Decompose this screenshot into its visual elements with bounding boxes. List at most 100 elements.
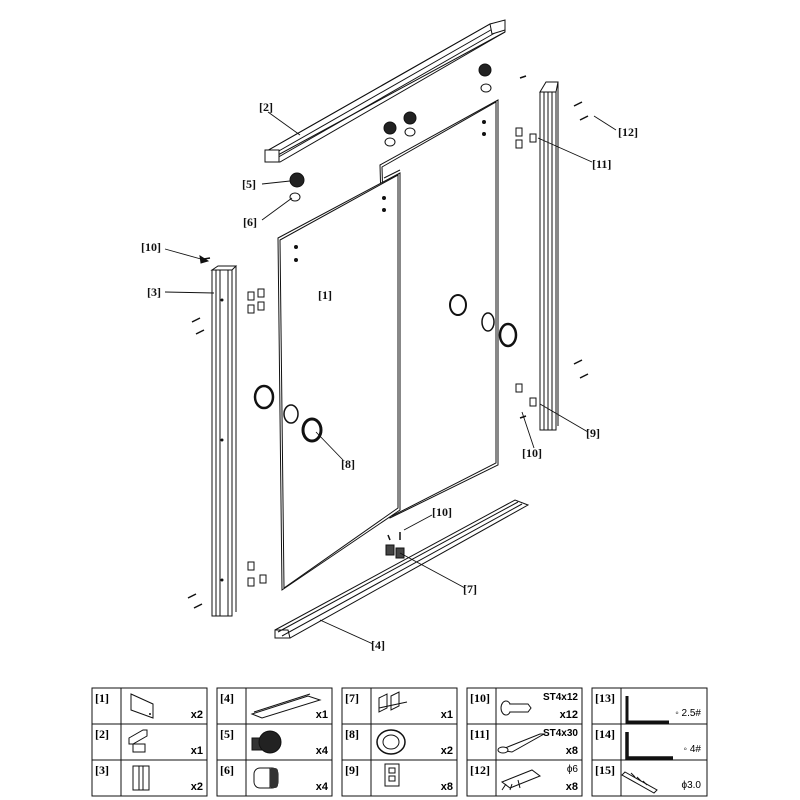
part-number: [7]	[345, 691, 359, 705]
part-cell-border	[466, 759, 583, 797]
part-spec: ST4x12	[543, 692, 578, 703]
part-quantity: x12	[560, 709, 578, 721]
floor-guide	[385, 544, 405, 559]
front-glass-panel	[253, 169, 401, 591]
part-number: [11]	[470, 727, 489, 741]
callout-long-screw: [11]	[592, 157, 612, 171]
part-quantity: x2	[191, 781, 203, 793]
part-spec: ◦ 4#	[684, 744, 702, 755]
roller-icon	[251, 730, 282, 754]
part-cell-border	[91, 759, 208, 797]
wall-channel-icon	[132, 765, 150, 791]
callout-stopper: [6]	[243, 215, 257, 229]
part-cell: [3] x2	[91, 759, 208, 797]
part-number: [6]	[220, 763, 234, 777]
part-spec: ◦ 2.5#	[675, 708, 701, 719]
part-cell-border	[591, 759, 708, 797]
part-cell-border	[341, 759, 458, 797]
callout-handle: [8]	[341, 457, 355, 471]
part-quantity: x2	[441, 745, 453, 757]
callout-bracket: [9]	[586, 426, 600, 440]
part-cell-border	[91, 723, 208, 761]
wall-anchor-icon	[500, 769, 542, 791]
part-quantity: x4	[316, 745, 329, 757]
part-cell: [10] x12 ST4x12	[466, 687, 583, 725]
part-quantity: x8	[441, 781, 453, 793]
part-cell-border	[216, 687, 333, 725]
stoppers	[289, 83, 492, 202]
part-number: [15]	[595, 763, 615, 777]
part-quantity: x1	[316, 709, 328, 721]
part-quantity: x8	[566, 781, 578, 793]
top-rail-icon	[128, 729, 148, 753]
part-cell-border	[591, 687, 708, 725]
hex-key-2-5-icon	[625, 696, 669, 724]
stopper-icon	[253, 767, 279, 789]
part-number: [9]	[345, 763, 359, 777]
hex-key-4-icon	[625, 732, 673, 760]
part-number: [10]	[470, 691, 490, 705]
part-number: [2]	[95, 727, 109, 741]
part-cell: [4] x1	[216, 687, 333, 725]
part-number: [5]	[220, 727, 234, 741]
callout-top-rail: [2]	[259, 100, 273, 114]
part-number: [1]	[95, 691, 109, 705]
callout-glass-panel: [1]	[318, 288, 332, 302]
part-cell-border	[591, 723, 708, 761]
part-number: [8]	[345, 727, 359, 741]
callout-wall-channel: [3]	[147, 285, 161, 299]
part-number: [12]	[470, 763, 490, 777]
part-cell-border	[341, 687, 458, 725]
part-number: [3]	[95, 763, 109, 777]
part-cell: [15] ϕ3.0	[591, 759, 708, 797]
part-cell: [13] ◦ 2.5#	[591, 687, 708, 725]
drill-bit-icon	[621, 771, 658, 794]
part-spec: ϕ3.0	[681, 780, 701, 791]
part-number: [14]	[595, 727, 615, 741]
part-cell: [9] x8	[341, 759, 458, 797]
part-cell-border	[466, 687, 583, 725]
part-cell: [6] x4	[216, 759, 333, 797]
part-cell-border	[91, 687, 208, 725]
part-cell: [5] x4	[216, 723, 333, 761]
callout-anchor: [12]	[618, 125, 638, 139]
part-cell: [14] ◦ 4#	[591, 723, 708, 761]
bracket-icon	[384, 763, 400, 787]
part-spec: ϕ6	[567, 764, 579, 775]
part-cell-border	[216, 759, 333, 797]
floor-guide-icon	[378, 691, 408, 713]
leader-arrow	[199, 255, 210, 264]
part-quantity: x8	[566, 745, 578, 757]
long-screw-icon	[497, 733, 546, 754]
rear-glass-panel	[379, 99, 518, 519]
callout-screw-right: [10]	[522, 446, 542, 460]
top-rail	[264, 19, 506, 163]
glass-panel-icon	[130, 693, 154, 719]
callout-screw-bottom: [10]	[432, 505, 452, 519]
part-cell: [7]x1	[341, 687, 458, 725]
bottom-track	[274, 499, 530, 639]
handle-ring-icon	[376, 729, 406, 755]
callout-floor-guide: [7]	[463, 582, 477, 596]
left-wall-channel	[210, 265, 238, 617]
brackets	[247, 127, 537, 587]
part-cell: [1] x2	[91, 687, 208, 725]
part-cell-border	[216, 723, 333, 761]
part-number: [13]	[595, 691, 615, 705]
part-cell-border	[341, 723, 458, 761]
callout-roller: [5]	[242, 177, 256, 191]
part-cell: [12] x8 ϕ6	[466, 759, 583, 797]
part-quantity: x4	[316, 781, 329, 793]
callout-screw-left-top: [10]	[141, 240, 161, 254]
part-cell: [8] x2	[341, 723, 458, 761]
bottom-track-icon	[250, 693, 322, 719]
part-number: [4]	[220, 691, 234, 705]
right-wall-channel	[539, 81, 559, 431]
part-cell-border	[466, 723, 583, 761]
part-quantity: x2	[191, 709, 203, 721]
rollers	[289, 63, 492, 188]
callout-bottom-track: [4]	[371, 638, 385, 652]
part-quantity: x1	[191, 745, 203, 757]
part-cell: [2] x1	[91, 723, 208, 761]
